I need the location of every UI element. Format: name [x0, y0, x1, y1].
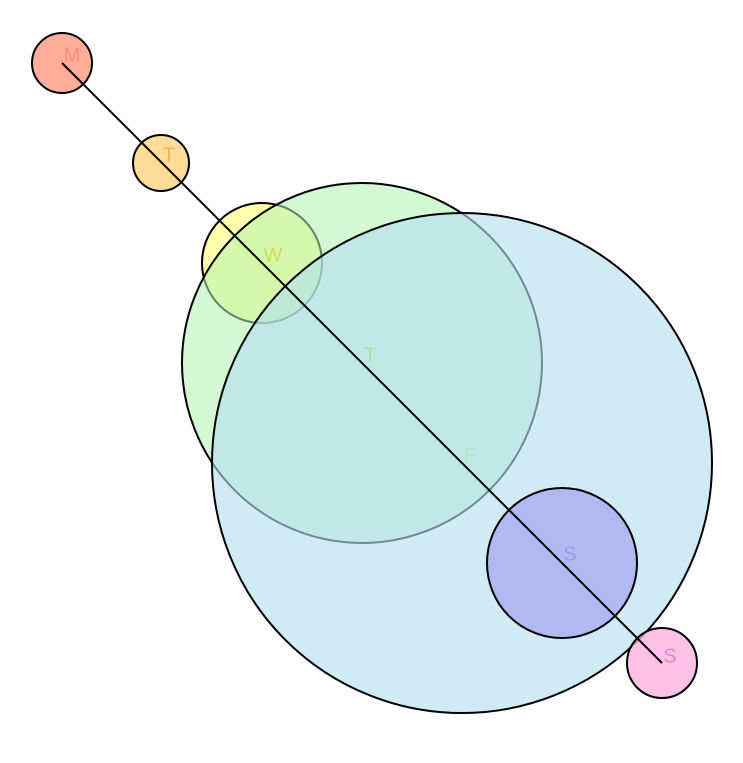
bubble-label-5: F: [464, 444, 476, 466]
connector-line: [61, 62, 663, 664]
bubble-label-3: W: [264, 244, 283, 266]
bubble-label-7: S: [663, 645, 676, 667]
bubble-label-1: M: [64, 44, 81, 66]
bubble-label-4: T: [364, 344, 376, 366]
bubble-label-6: S: [563, 543, 576, 565]
bubble-label-2: T: [163, 144, 175, 166]
label-layer: M T W T F S S: [64, 44, 677, 667]
